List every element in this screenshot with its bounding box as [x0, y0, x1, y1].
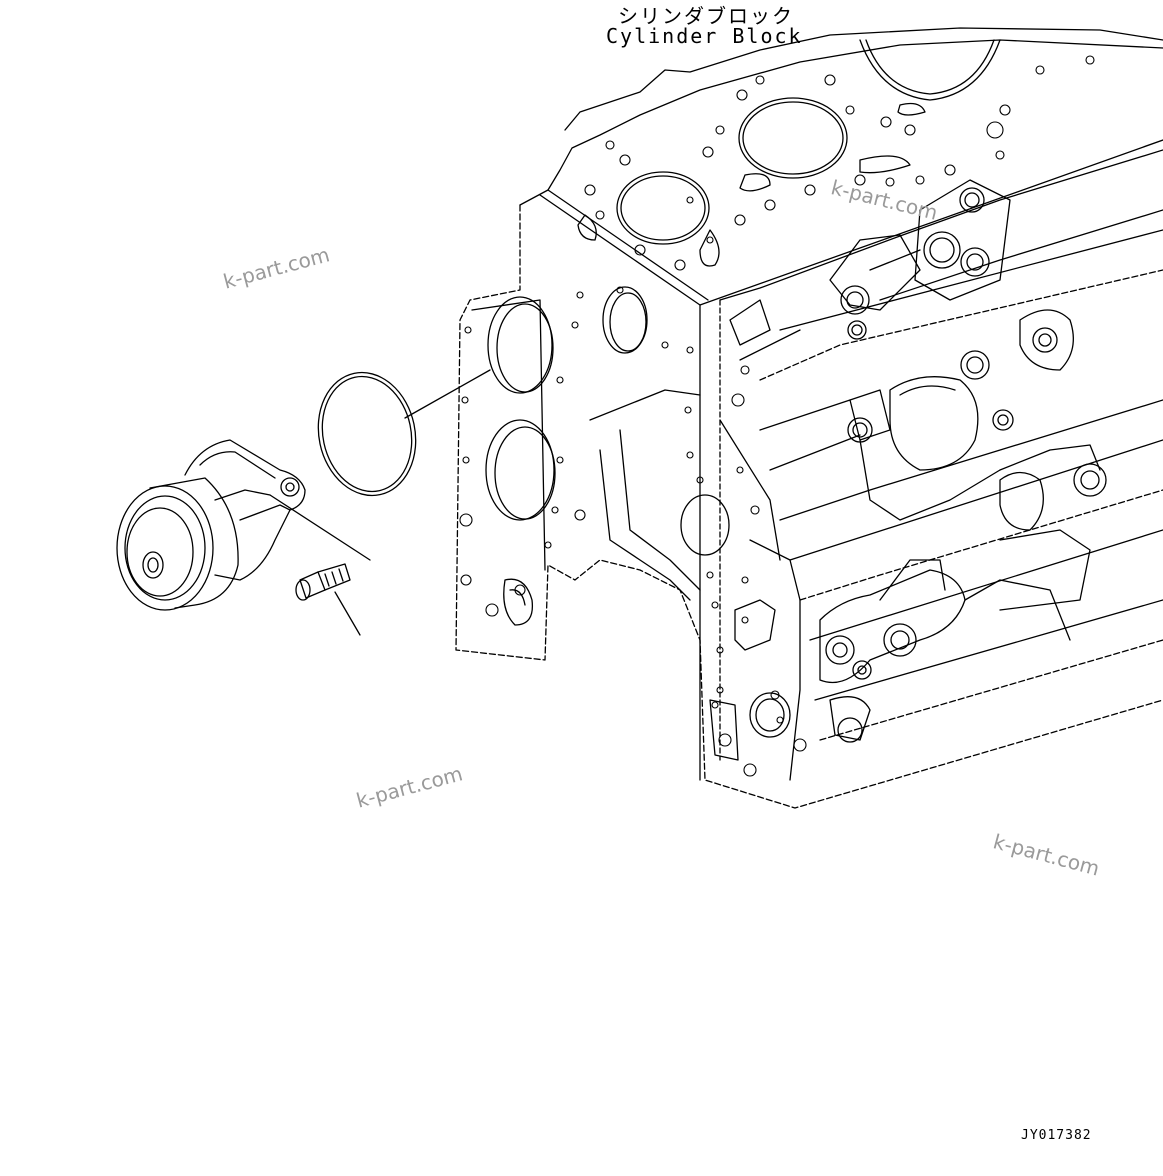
- cylinder-block-label-en: Cylinder Block: [606, 24, 803, 48]
- water-pump: [116, 439, 371, 611]
- flange-bolt: [295, 563, 361, 636]
- cylinder-block-label-jp: シリンダブロック: [618, 4, 794, 28]
- o-ring: [317, 369, 491, 497]
- drawing-code: JY017382: [1021, 1128, 1092, 1143]
- cylinder-block: [455, 27, 1163, 809]
